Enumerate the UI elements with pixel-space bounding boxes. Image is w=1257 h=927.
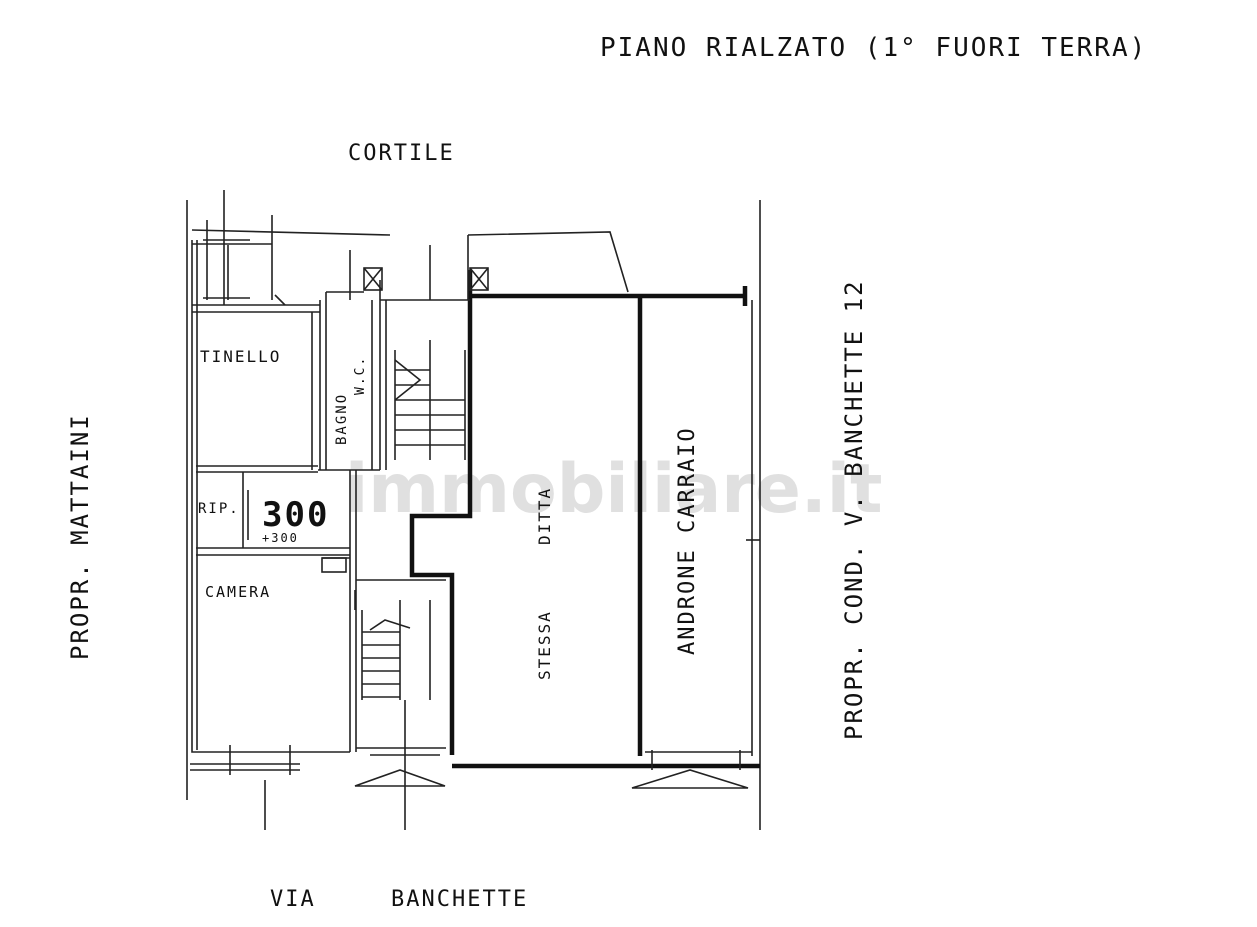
street-label: VIA BANCHETTE — [270, 887, 528, 912]
east-property-label: PROPR. COND. V. BANCHETTE 12 — [840, 279, 868, 740]
courtyard-label: CORTILE — [348, 141, 455, 166]
height-mark-small: +300 — [262, 531, 299, 545]
plan-title: PIANO RIALZATO (1° FUORI TERRA) — [600, 33, 1147, 63]
walls — [186, 190, 761, 830]
room-label-bagno: BAGNO — [334, 393, 350, 445]
room-label-tinello: TINELLO — [200, 347, 281, 366]
upper-staircase — [394, 340, 466, 460]
room-label-wc: W.C. — [353, 356, 368, 395]
room-label-ditta: DITTA — [535, 487, 554, 545]
room-label-androne: ANDRONE CARRAIO — [675, 426, 700, 655]
room-label-camera: CAMERA — [205, 583, 271, 601]
lower-staircase — [354, 579, 446, 830]
room-label-stessa: STESSA — [535, 610, 554, 680]
west-property-label: PROPR. MATTAINI — [66, 413, 94, 660]
room-label-rip: RIP. — [198, 501, 240, 517]
height-mark: 300 — [262, 495, 329, 535]
